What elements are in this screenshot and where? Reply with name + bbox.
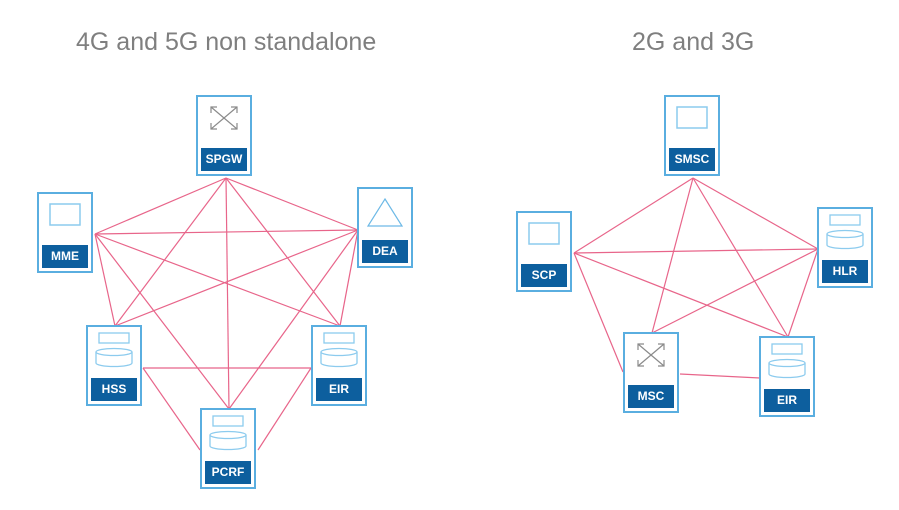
- screen-icon: [676, 106, 708, 129]
- node-eir-2g3g[interactable]: EIR: [759, 336, 815, 417]
- link-spgw-eir: [225, 177, 341, 327]
- link-hlr-eir2: [787, 248, 819, 338]
- node-smsc[interactable]: SMSC: [664, 95, 720, 176]
- node-pcrf[interactable]: PCRF: [200, 408, 256, 489]
- node-label: HSS: [91, 378, 137, 401]
- node-label: SPGW: [201, 148, 247, 171]
- link-smsc-scp: [573, 177, 694, 254]
- link-spgw-dea: [225, 177, 359, 231]
- database-icon: [209, 415, 247, 451]
- link-mme-hss: [94, 233, 116, 327]
- link-spgw-hss: [114, 177, 227, 327]
- node-hss[interactable]: HSS: [86, 325, 142, 406]
- triangle-icon: [366, 197, 404, 227]
- link-eir-pcrf: [257, 367, 312, 451]
- link-smsc-eir2: [692, 177, 789, 338]
- node-label: DEA: [362, 240, 408, 263]
- node-label: SCP: [521, 264, 567, 287]
- link-dea-pcrf: [228, 229, 359, 410]
- link-smsc-hlr: [692, 177, 819, 250]
- database-icon: [826, 214, 864, 250]
- node-label: EIR: [764, 389, 810, 412]
- node-label: SMSC: [669, 148, 715, 171]
- node-mme[interactable]: MME: [37, 192, 93, 273]
- switch-arrows-icon: [210, 106, 238, 130]
- link-spgw-pcrf: [225, 177, 230, 410]
- node-label: PCRF: [205, 461, 251, 484]
- node-label: EIR: [316, 378, 362, 401]
- link-scp-msc: [573, 252, 624, 373]
- link-scp-eir2: [573, 252, 789, 338]
- link-smsc-msc: [651, 177, 694, 334]
- database-icon: [768, 343, 806, 379]
- link-hlr-msc: [651, 248, 819, 334]
- node-scp[interactable]: SCP: [516, 211, 572, 292]
- node-label: MME: [42, 245, 88, 268]
- database-icon: [320, 332, 358, 368]
- node-label: HLR: [822, 260, 868, 283]
- node-hlr[interactable]: HLR: [817, 207, 873, 288]
- link-mme-eir: [94, 233, 341, 327]
- diagram-title-2g-3g: 2G and 3G: [632, 28, 755, 56]
- screen-icon: [49, 203, 81, 226]
- link-mme-pcrf: [94, 233, 230, 410]
- link-dea-eir: [339, 229, 359, 327]
- link-hss-pcrf: [142, 367, 201, 451]
- link-dea-hss: [114, 229, 359, 327]
- switch-arrows-icon: [637, 343, 665, 367]
- node-dea[interactable]: DEA: [357, 187, 413, 268]
- link-msc-eir2: [679, 373, 761, 379]
- link-spgw-mme: [94, 177, 227, 235]
- diagram-title-4g-5g: 4G and 5G non standalone: [76, 28, 377, 56]
- link-scp-hlr: [573, 248, 819, 254]
- node-msc[interactable]: MSC: [623, 332, 679, 413]
- database-icon: [95, 332, 133, 368]
- node-label: MSC: [628, 385, 674, 408]
- node-spgw[interactable]: SPGW: [196, 95, 252, 176]
- node-eir[interactable]: EIR: [311, 325, 367, 406]
- screen-icon: [528, 222, 560, 245]
- link-mme-dea: [94, 229, 359, 235]
